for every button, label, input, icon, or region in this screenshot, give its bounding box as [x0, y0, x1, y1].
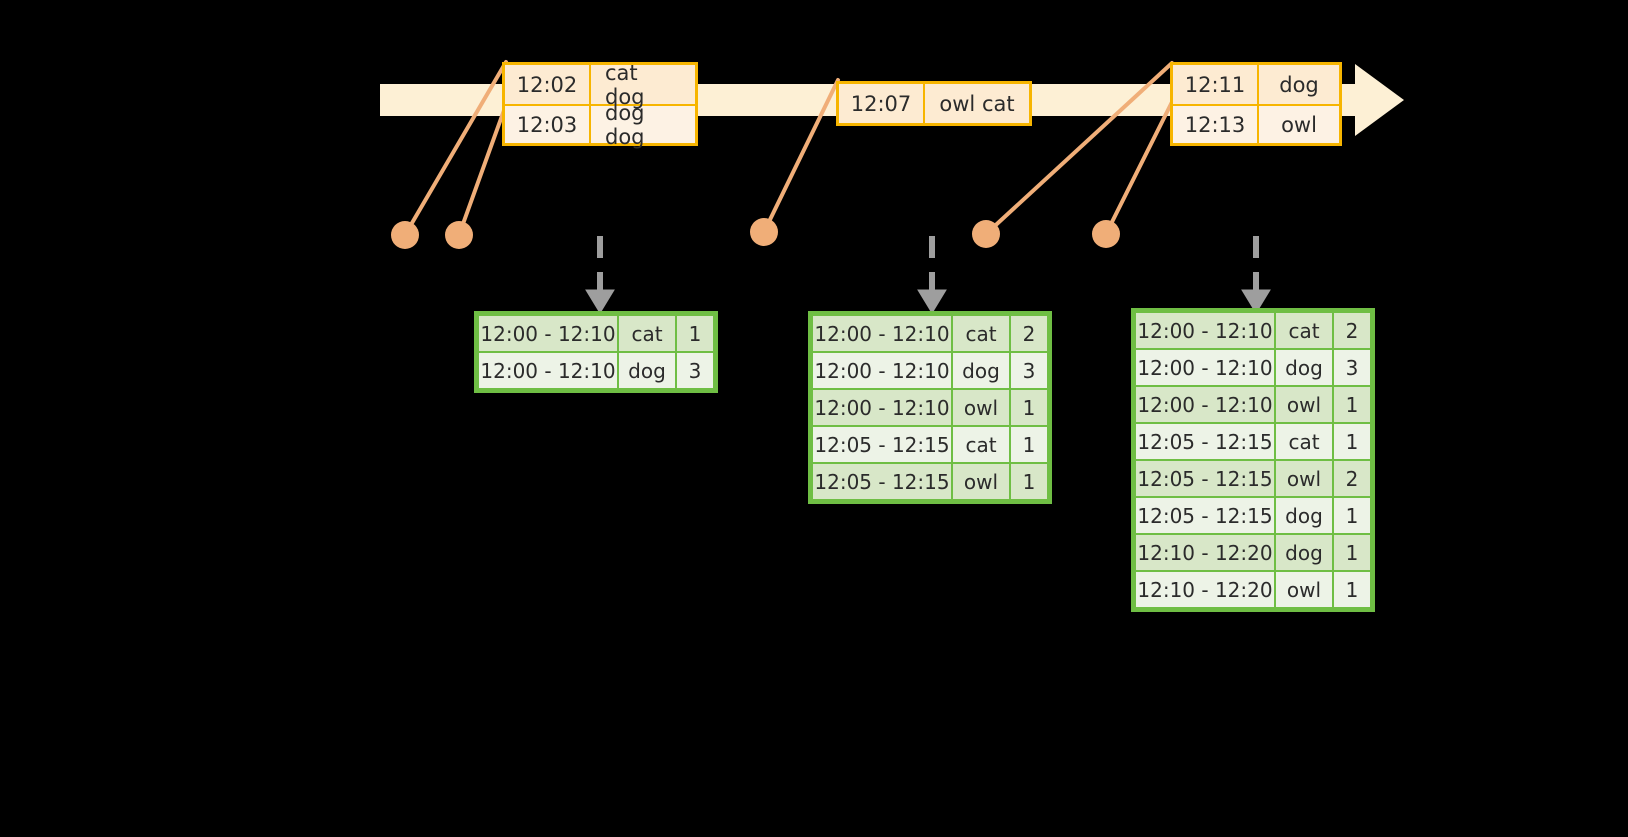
event-time: 12:07	[839, 84, 925, 123]
cell-count: 1	[1334, 387, 1370, 422]
connector-lines	[403, 60, 1174, 237]
cell-window: 12:00 - 12:10	[479, 316, 617, 351]
cell-count: 2	[1334, 461, 1370, 496]
cell-word: dog	[1276, 535, 1332, 570]
cell-window: 12:00 - 12:10	[1136, 313, 1274, 348]
event-words: owl cat	[939, 91, 1015, 116]
cell-count: 1	[1011, 464, 1047, 499]
cell-window: 12:05 - 12:15	[1136, 461, 1274, 496]
cell-count: 3	[1011, 353, 1047, 388]
cell-window: 12:00 - 12:10	[479, 353, 617, 388]
cell-count: 1	[1334, 535, 1370, 570]
event-group-2: 12:07 owl cat	[836, 81, 1032, 126]
cell-word: owl	[953, 464, 1009, 499]
event-dot-3	[750, 218, 778, 246]
connector-line-4	[984, 61, 1174, 236]
cell-window: 12:00 - 12:10	[813, 390, 951, 425]
event-row: 12:13 owl	[1173, 104, 1339, 143]
cell-window: 12:05 - 12:15	[813, 464, 951, 499]
event-words: owl	[1281, 112, 1317, 137]
event-words: dog	[1279, 72, 1319, 97]
cell-window: 12:05 - 12:15	[813, 427, 951, 462]
cell-word: dog	[953, 353, 1009, 388]
connector-line-3	[762, 78, 840, 234]
cell-word: cat	[1276, 313, 1332, 348]
cell-count: 1	[1011, 390, 1047, 425]
event-group-3: 12:11 dog 12:13 owl	[1170, 62, 1342, 146]
cell-count: 1	[677, 316, 713, 351]
event-row: 12:02 cat dog	[505, 60, 695, 109]
cell-count: 2	[1334, 313, 1370, 348]
cell-word: dog	[1276, 350, 1332, 385]
connector-line-1	[403, 60, 508, 237]
connector-line-2	[457, 100, 509, 237]
cell-word: cat	[953, 427, 1009, 462]
cell-word: cat	[953, 316, 1009, 351]
event-words: dog dog	[605, 100, 645, 149]
dashed-arrow-2	[917, 236, 947, 314]
cell-word: owl	[1276, 387, 1332, 422]
cell-word: owl	[953, 390, 1009, 425]
cell-word: cat	[619, 316, 675, 351]
event-time: 12:13	[1173, 106, 1259, 143]
cell-window: 12:05 - 12:15	[1136, 498, 1274, 533]
cell-word: dog	[619, 353, 675, 388]
cell-count: 1	[1011, 427, 1047, 462]
cell-count: 3	[677, 353, 713, 388]
cell-window: 12:00 - 12:10	[1136, 350, 1274, 385]
event-words: cat dog	[605, 60, 645, 109]
cell-word: owl	[1276, 572, 1332, 607]
event-row: 12:11 dog	[1173, 65, 1339, 104]
event-group-1: 12:02 cat dog 12:03 dog dog	[502, 60, 698, 149]
cell-word: cat	[1276, 424, 1332, 459]
cell-window: 12:00 - 12:10	[813, 316, 951, 351]
event-dot-4	[972, 220, 1000, 248]
event-dots	[391, 218, 1120, 249]
cell-window: 12:10 - 12:20	[1136, 535, 1274, 570]
event-dot-2	[445, 221, 473, 249]
cell-word: owl	[1276, 461, 1332, 496]
dashed-arrows	[585, 236, 1271, 314]
cell-window: 12:00 - 12:10	[1136, 387, 1274, 422]
event-dot-5	[1092, 220, 1120, 248]
cell-count: 3	[1334, 350, 1370, 385]
connector-line-5	[1104, 100, 1174, 236]
cell-word: dog	[1276, 498, 1332, 533]
cell-window: 12:00 - 12:10	[813, 353, 951, 388]
event-time: 12:11	[1173, 65, 1259, 104]
event-row: 12:03 dog dog	[505, 100, 695, 149]
dashed-arrow-1	[585, 236, 615, 314]
event-row: 12:07 owl cat	[839, 84, 1029, 123]
cell-count: 1	[1334, 498, 1370, 533]
event-dot-1	[391, 221, 419, 249]
event-time: 12:02	[505, 65, 591, 104]
cell-window: 12:10 - 12:20	[1136, 572, 1274, 607]
event-time: 12:03	[505, 106, 591, 143]
cell-count: 2	[1011, 316, 1047, 351]
dashed-arrow-3	[1241, 236, 1271, 314]
cell-count: 1	[1334, 572, 1370, 607]
cell-window: 12:05 - 12:15	[1136, 424, 1274, 459]
cell-count: 1	[1334, 424, 1370, 459]
